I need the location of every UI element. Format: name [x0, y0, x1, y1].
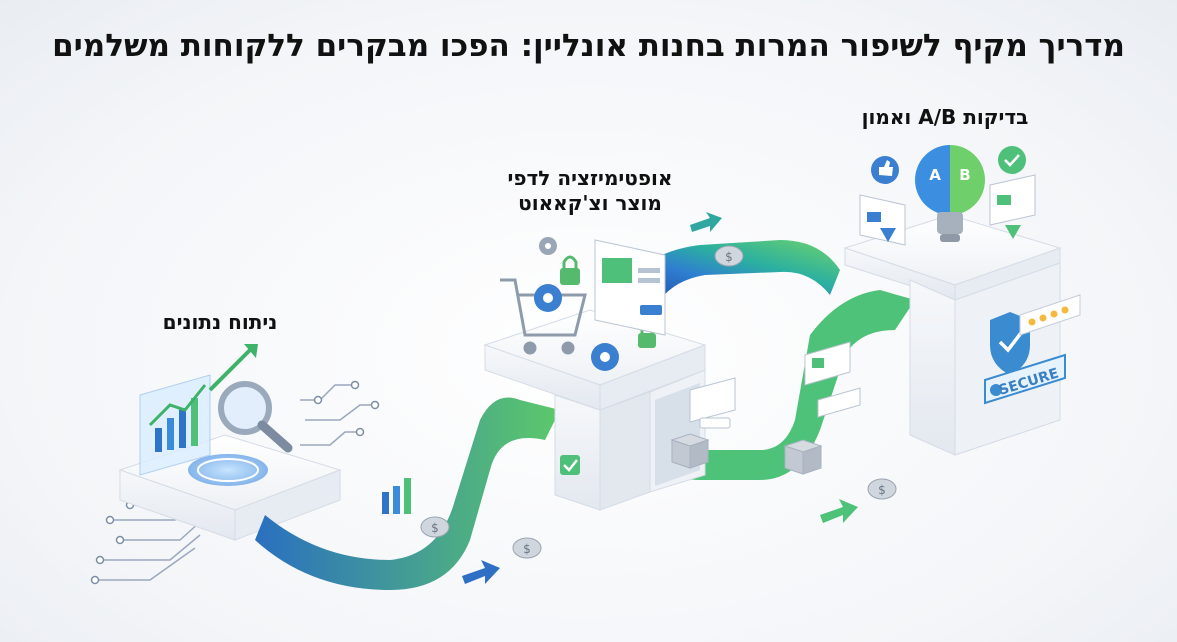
- thumbs-up-icon: [871, 156, 899, 184]
- stage-label-optimization-line1: אופטימיזציה לדפי: [507, 166, 673, 190]
- stage-label-optimization-line2: מוצר וצ'קאאוט: [518, 191, 662, 215]
- product-card-icon: [689, 341, 861, 429]
- product-page-icon: [594, 239, 666, 336]
- magnifier-icon: [218, 381, 293, 453]
- shopping-cart-icon: [500, 278, 587, 355]
- checkmark-icon: [998, 146, 1026, 174]
- lightbulb-icon: [915, 145, 985, 242]
- arrow-icon: [462, 212, 858, 584]
- ab-variant-pages: [859, 174, 1036, 246]
- coin-symbol: $: [431, 521, 439, 535]
- bulb-letter-a: A: [929, 166, 941, 184]
- bar-chart-icon: [139, 344, 258, 476]
- page-title: מדריך מקיף לשיפור המרות בחנות אונליין: ה…: [52, 28, 1125, 64]
- bulb-letter-b: B: [959, 166, 970, 184]
- stage-label-ab-testing: בדיקות A/B ואמון: [861, 105, 1029, 129]
- checkmark-icon: [560, 455, 580, 475]
- secure-badge: [984, 353, 1066, 405]
- stage-label-optimization: אופטימיזציה לדפי מוצר וצ'קאאוט: [470, 166, 710, 216]
- coin-icon: [420, 245, 897, 559]
- gear-icon: [534, 237, 619, 371]
- stage-label-data-analysis: ניתוח נתונים: [162, 310, 278, 334]
- coin-symbol: $: [878, 483, 886, 497]
- star-rating-icon: [1019, 294, 1081, 336]
- box-icon: [670, 433, 823, 475]
- coin-symbol: $: [523, 542, 531, 556]
- mini-bar-chart: [382, 478, 411, 514]
- coin-symbol: $: [725, 250, 733, 264]
- circuit-lines: [95, 384, 375, 581]
